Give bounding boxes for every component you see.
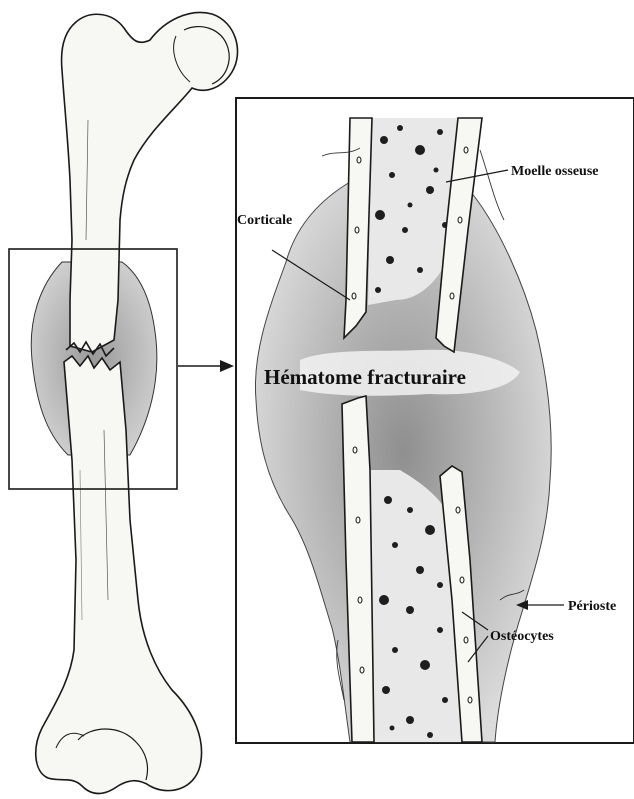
label-osteocytes-text: Ostéocytes: [490, 629, 554, 644]
label-perioste-text: Périoste: [568, 599, 616, 614]
femur-illustration: [9, 12, 238, 793]
label-hematome-text: Hématome fracturaire: [264, 365, 466, 389]
label-moelle-text: Moelle osseuse: [511, 164, 598, 179]
label-corticale-text: Corticale: [237, 213, 292, 228]
label-hematome: Hématome fracturaire: [264, 365, 466, 389]
femur-upper: [62, 12, 238, 352]
zoom-arrow: [178, 360, 234, 372]
